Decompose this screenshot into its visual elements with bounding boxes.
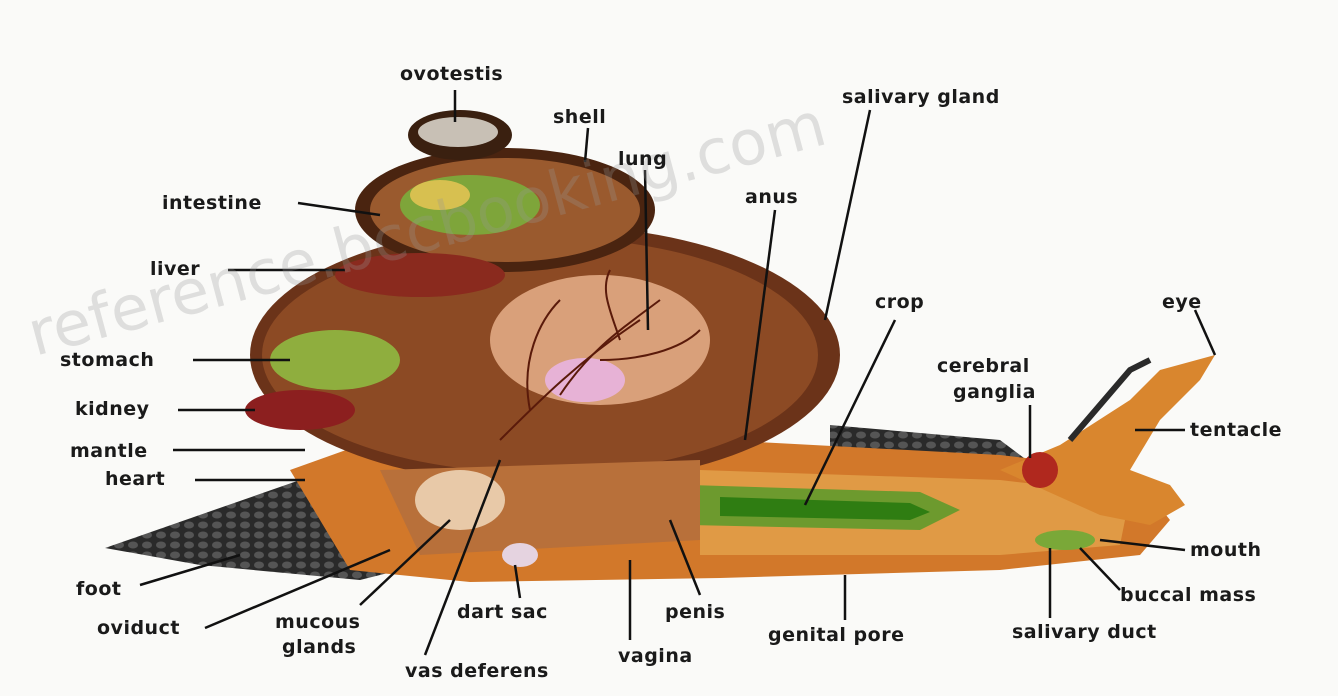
label-penis: penis bbox=[665, 601, 725, 623]
label-tentacle: tentacle bbox=[1190, 419, 1282, 441]
label-eye: eye bbox=[1162, 291, 1202, 313]
label-salivary-gland: salivary gland bbox=[842, 86, 1000, 108]
liver-organ bbox=[335, 253, 505, 297]
label-crop: crop bbox=[875, 291, 924, 313]
label-ovotestis: ovotestis bbox=[400, 63, 503, 85]
label-anus: anus bbox=[745, 186, 798, 208]
label-vagina: vagina bbox=[618, 645, 693, 667]
label-liver: liver bbox=[150, 258, 200, 280]
label-lung: lung bbox=[618, 148, 667, 170]
label-mucous: mucous bbox=[275, 611, 360, 633]
label-buccal-mass: buccal mass bbox=[1120, 584, 1256, 606]
dart-sac-organ bbox=[502, 543, 538, 567]
cerebral-ganglia-organ bbox=[1022, 452, 1058, 488]
label-salivary-duct: salivary duct bbox=[1012, 621, 1157, 643]
label-vas-deferens: vas deferens bbox=[405, 660, 549, 682]
label-glands: glands bbox=[282, 636, 356, 658]
label-oviduct: oviduct bbox=[97, 617, 180, 639]
label-intestine: intestine bbox=[162, 192, 262, 214]
kidney-organ bbox=[245, 390, 355, 430]
label-cerebral: cerebral bbox=[937, 355, 1030, 377]
buccal-mass-organ bbox=[1035, 530, 1095, 550]
label-foot: foot bbox=[76, 578, 121, 600]
label-mouth: mouth bbox=[1190, 539, 1262, 561]
label-ganglia: ganglia bbox=[953, 381, 1036, 403]
label-heart: heart bbox=[105, 468, 165, 490]
label-kidney: kidney bbox=[75, 398, 150, 420]
label-stomach: stomach bbox=[60, 349, 154, 371]
label-shell: shell bbox=[553, 106, 606, 128]
label-genital-pore: genital pore bbox=[768, 624, 904, 646]
label-mantle: mantle bbox=[70, 440, 148, 462]
label-dart-sac: dart sac bbox=[457, 601, 548, 623]
